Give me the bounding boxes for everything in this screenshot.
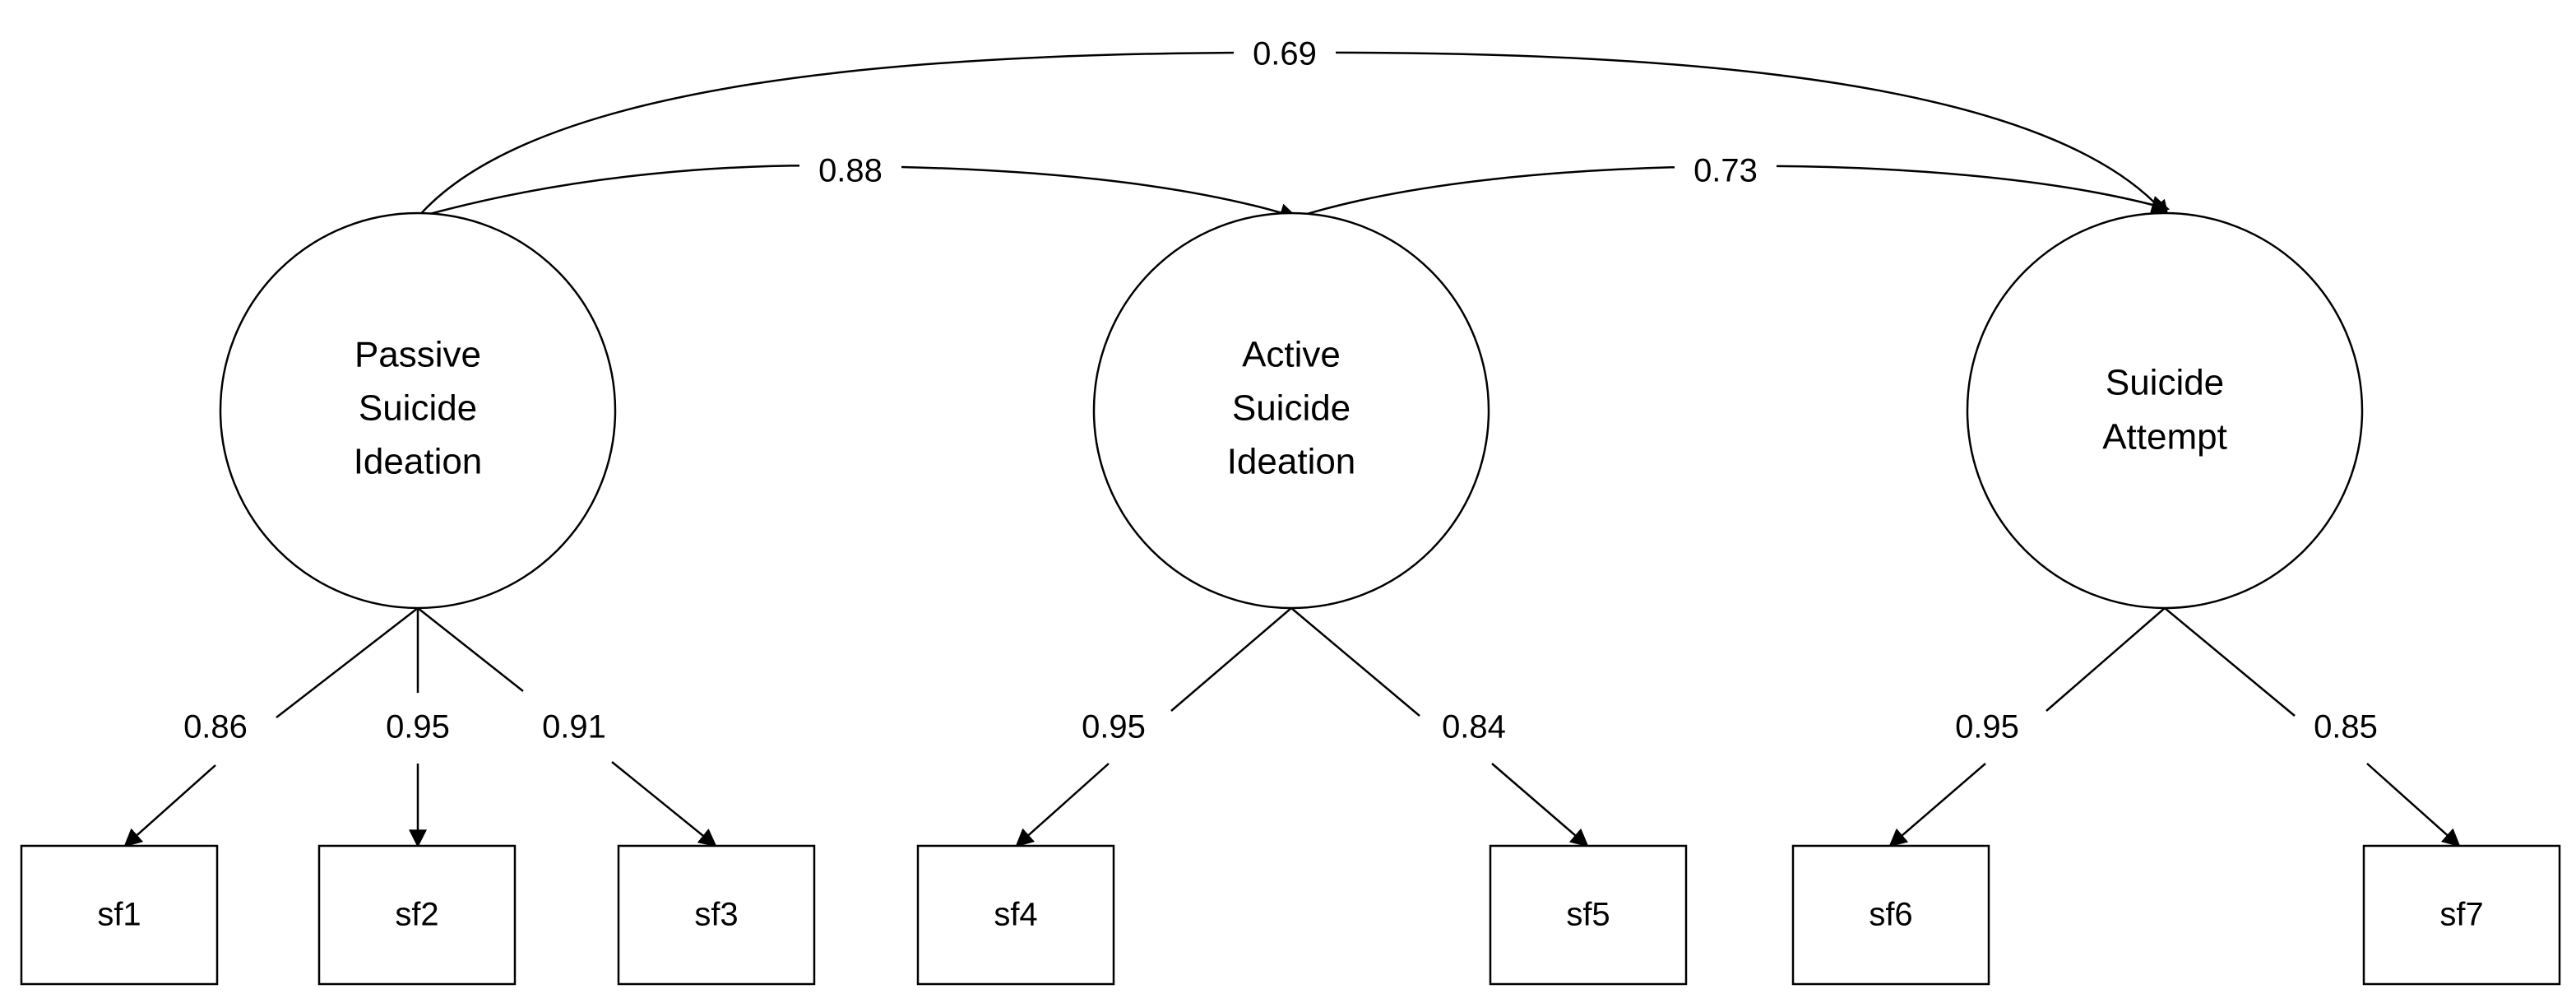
loading-path-sf1 (276, 607, 419, 718)
indicator-sf5: sf5 (1489, 844, 1688, 986)
loading-label-sf3: 0.91 (542, 709, 606, 745)
loading-arrow-sf7 (2366, 763, 2461, 847)
loading-arrow-sf5 (1491, 763, 1589, 847)
indicator-label: sf1 (97, 897, 141, 933)
loading-label-sf1: 0.86 (183, 709, 248, 745)
loading-path-sf5 (1290, 607, 1420, 717)
indicator-label: sf4 (994, 897, 1037, 933)
loading-path-sf3 (417, 607, 524, 692)
latent-suicide-attempt: Suicide Attempt (1966, 211, 2364, 610)
loading-labels: 0.86 0.95 0.91 0.95 0.84 0.95 0.85 (183, 709, 2378, 745)
indicator-sf6: sf6 (1791, 844, 1990, 986)
indicator-boxes: sf1 sf2 sf3 sf4 sf5 sf6 sf7 (20, 844, 2561, 986)
correlation-label-active-attempt: 0.73 (1693, 153, 1758, 189)
loading-path-sf4 (1170, 607, 1292, 712)
indicator-label: sf6 (1869, 897, 1912, 933)
latent-label-line: Suicide (1232, 388, 1351, 429)
loading-label-sf4: 0.95 (1082, 709, 1146, 745)
latent-label-line: Attempt (2102, 417, 2227, 457)
latent-label-line: Active (1242, 335, 1341, 375)
loading-arrow-sf3 (611, 761, 717, 847)
latent-label-line: Passive (354, 335, 481, 375)
indicator-sf4: sf4 (916, 844, 1115, 986)
indicator-label: sf2 (395, 897, 438, 933)
latent-label-line: Suicide (2106, 363, 2224, 403)
loading-label-sf7: 0.85 (2314, 709, 2378, 745)
correlation-label-passive-attempt: 0.69 (1253, 36, 1317, 72)
loading-paths (123, 607, 2461, 848)
indicator-label: sf7 (2439, 897, 2483, 933)
loading-label-sf2: 0.95 (386, 709, 450, 745)
indicator-sf3: sf3 (617, 844, 816, 986)
latent-label-line: Ideation (354, 442, 483, 482)
indicator-sf7: sf7 (2362, 844, 2561, 986)
loading-arrow-sf1 (123, 764, 216, 847)
correlation-labels: 0.69 0.88 0.73 (799, 33, 1777, 196)
indicator-sf2: sf2 (317, 844, 517, 986)
loading-path-sf6 (2046, 607, 2166, 712)
loading-arrow-sf4 (1015, 763, 1110, 847)
latent-label-line: Suicide (359, 388, 477, 429)
correlation-label-passive-active: 0.88 (818, 153, 883, 189)
loading-arrow-sf6 (1888, 763, 1986, 847)
latent-active-suicide-ideation: Active Suicide Ideation (1092, 211, 1490, 610)
loading-label-sf5: 0.84 (1442, 709, 1506, 745)
indicator-label: sf5 (1566, 897, 1610, 933)
loading-label-sf6: 0.95 (1955, 709, 2019, 745)
latent-label-line: Ideation (1227, 442, 1356, 482)
loading-path-sf7 (2164, 607, 2296, 717)
indicator-label: sf3 (694, 897, 738, 933)
latent-passive-suicide-ideation: Passive Suicide Ideation (219, 211, 617, 610)
indicator-sf1: sf1 (20, 844, 219, 986)
